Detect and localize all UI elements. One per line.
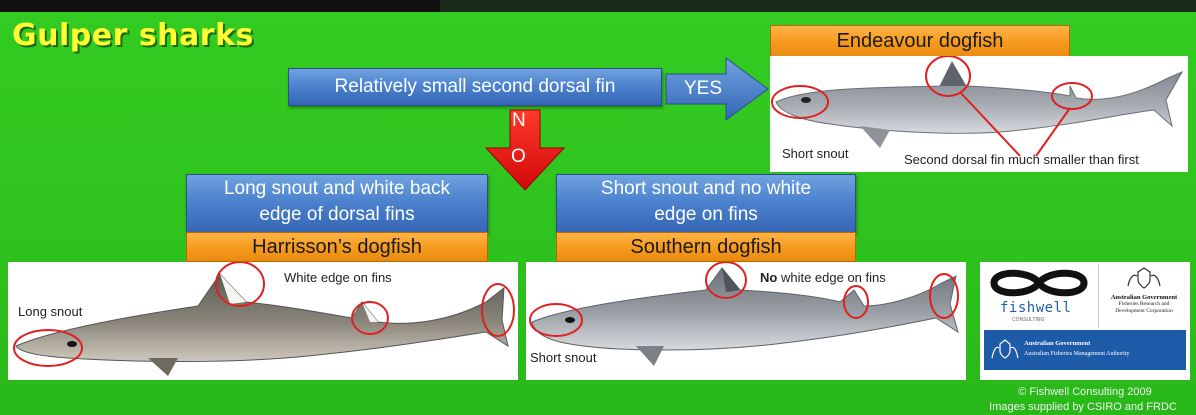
species-harrisson-text: Harrisson’s dogfish (252, 236, 422, 258)
fishwell-infinity-icon (984, 266, 1094, 300)
no-label-n: N (512, 110, 526, 132)
question-box-main: Relatively small second dorsal fin (288, 68, 662, 106)
species-endeavour-text: Endeavour dogfish (837, 30, 1004, 52)
slide-title: Gulper sharks (12, 18, 254, 53)
photo-harrisson: White edge on fins Long snout (8, 262, 518, 380)
coat-of-arms-icon (1124, 266, 1164, 290)
copyright-text: © Fishwell Consulting 2009 (980, 386, 1190, 398)
fishwell-logo: fishwell CONSULTING (984, 266, 1094, 326)
harrisson-shark-image (8, 262, 518, 380)
fishwell-wordmark: fishwell (1000, 300, 1071, 316)
frdc-sub-text: Fisheries Research and Development Corpo… (1099, 301, 1189, 315)
southern-fins-annotation-rest: white edge on fins (777, 270, 885, 285)
photo-endeavour: Short snout Second dorsal fin much small… (770, 56, 1188, 172)
photo-southern: No white edge on fins Short snout (526, 262, 966, 380)
top-bar-right (440, 0, 1196, 12)
afma-gov-text: Australian Government (1024, 340, 1090, 347)
question-box-left: Long snout and white back edge of dorsal… (186, 174, 488, 233)
afma-coat-of-arms-icon (990, 338, 1020, 362)
southern-snout-annotation: Short snout (530, 350, 597, 365)
afma-logo: Australian Government Australian Fisheri… (984, 330, 1186, 370)
question-right-line2: edge on fins (557, 202, 855, 228)
question-left-line2: edge of dorsal fins (187, 202, 487, 228)
endeavour-fin-annotation: Second dorsal fin much smaller than firs… (904, 152, 1139, 167)
question-box-right: Short snout and no white edge on fins (556, 174, 856, 233)
harrisson-fins-annotation: White edge on fins (284, 270, 392, 285)
afma-sub-text: Australian Fisheries Management Authorit… (1024, 351, 1129, 357)
harrisson-snout-annotation: Long snout (18, 304, 82, 319)
fishwell-sub: CONSULTING (1012, 317, 1044, 323)
frdc-gov-text: Australian Government (1099, 294, 1189, 301)
southern-fins-annotation-bold: No (760, 270, 777, 285)
question-left-line1: Long snout and white back (187, 176, 487, 202)
species-label-endeavour: Endeavour dogfish (770, 25, 1070, 58)
question-main-text: Relatively small second dorsal fin (335, 76, 616, 97)
southern-fins-annotation: No white edge on fins (760, 270, 886, 285)
images-credit-text: Images supplied by CSIRO and FRDC (970, 401, 1196, 413)
logos-panel: fishwell CONSULTING Australian Governmen… (980, 262, 1190, 380)
species-label-harrisson: Harrisson’s dogfish (186, 232, 488, 262)
yes-label: YES (684, 78, 722, 100)
no-label-o: O (511, 146, 526, 168)
species-southern-text: Southern dogfish (630, 236, 781, 258)
species-label-southern: Southern dogfish (556, 232, 856, 262)
question-right-line1: Short snout and no white (557, 176, 855, 202)
frdc-logo: Australian Government Fisheries Research… (1098, 264, 1189, 328)
endeavour-snout-annotation: Short snout (782, 146, 849, 161)
